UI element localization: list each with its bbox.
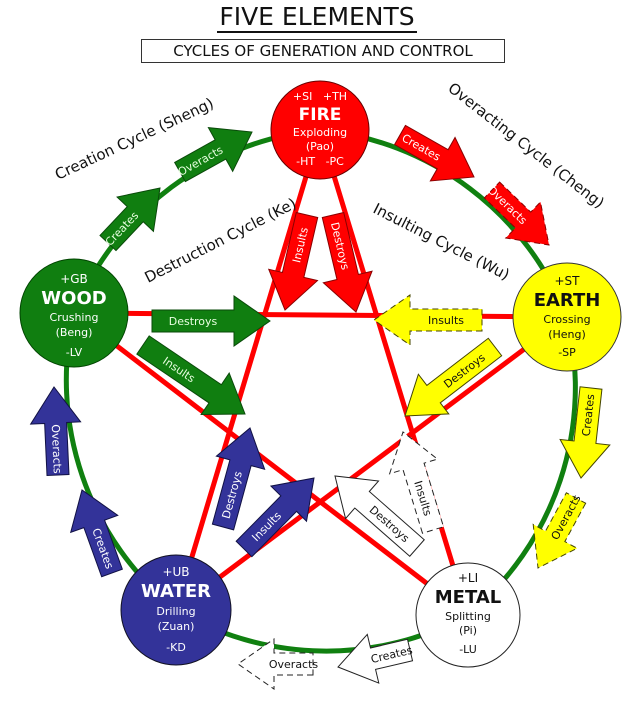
earth-creates-arrow: Creates — [559, 386, 611, 479]
wood-destroys-arrow-shape — [151, 295, 271, 347]
fire-overacts-arrow-shape — [483, 181, 550, 246]
wood-destroys-arrow: Destroys — [151, 295, 271, 347]
water-top-meridian: +UB — [162, 565, 189, 579]
insulting-cycle-label: Insulting Cycle (Wu) — [370, 200, 512, 284]
earth-top-meridian: +ST — [554, 274, 580, 288]
fire-insults-arrow-shape — [267, 211, 319, 311]
metal-overacts-arrow: Overacts — [237, 638, 319, 690]
earth-circle[interactable] — [512, 262, 622, 372]
water-name: WATER — [141, 581, 211, 602]
water-bottom-meridian: -KD — [166, 641, 186, 654]
element-wood[interactable]: +GB WOOD Crushing (Beng) -LV — [19, 258, 129, 368]
earth-insults-arrow-shape — [373, 294, 483, 346]
earth-name: EARTH — [534, 290, 601, 311]
metal-destroys-arrow-shape — [334, 475, 425, 557]
page-subtitle: CYCLES OF GENERATION AND CONTROL — [141, 39, 505, 63]
page-title-text: FIVE ELEMENTS — [217, 2, 417, 33]
page-title: FIVE ELEMENTS — [0, 2, 634, 33]
metal-insults-arrow-shape — [388, 431, 445, 534]
fire-insults-arrow: Insults — [267, 211, 319, 311]
overacting-cycle-label: Overacting Cycle (Cheng) — [445, 79, 608, 212]
metal-bottom-meridian: -LU — [459, 643, 477, 656]
water-pinyin: (Zuan) — [158, 620, 195, 633]
wood-action: Crushing — [50, 311, 99, 324]
earth-creates-arrow-shape — [559, 386, 611, 479]
water-creates-arrow-shape — [69, 489, 123, 578]
metal-creates-arrow-shape — [337, 633, 414, 684]
element-metal[interactable]: +LI METAL Splitting (Pi) -LU — [415, 562, 521, 668]
water-overacts-arrow-shape — [29, 386, 82, 477]
fire-bottom-meridians: -HT -PC — [296, 155, 344, 168]
fire-circle[interactable] — [270, 80, 370, 180]
fire-creates-arrow: Creates — [393, 124, 475, 182]
wood-circle[interactable] — [19, 258, 129, 368]
fire-top-meridians: +SI +TH — [293, 90, 347, 103]
wood-top-meridian: +GB — [60, 272, 88, 286]
earth-creates-label: Creates — [580, 393, 598, 437]
metal-circle[interactable] — [415, 562, 521, 668]
wood-creates-arrow: Creates — [99, 187, 161, 252]
wood-insults-arrow-shape — [136, 335, 246, 416]
water-destroys-arrow-shape — [211, 427, 266, 531]
earth-action: Crossing — [543, 313, 590, 326]
wood-creates-arrow-shape — [99, 187, 161, 252]
wood-bottom-meridian: -LV — [66, 346, 83, 359]
metal-name: METAL — [435, 587, 502, 608]
fire-overacts-arrow: Overacts — [483, 181, 550, 246]
earth-overacts-arrow: Overacts — [532, 492, 587, 569]
water-overacts-label: Overacts — [49, 424, 64, 474]
wood-name: WOOD — [41, 288, 106, 309]
metal-creates-arrow: Creates — [337, 633, 414, 684]
water-insults-arrow-shape — [235, 477, 315, 558]
earth-overacts-arrow-shape — [532, 492, 587, 569]
fire-name: FIRE — [299, 105, 342, 125]
fire-pinyin: (Pao) — [306, 140, 334, 153]
element-fire[interactable]: +SI +TH FIRE Exploding (Pao) -HT -PC — [270, 80, 370, 180]
earth-insults-label: Insults — [428, 314, 464, 327]
water-circle[interactable] — [120, 554, 232, 666]
fire-destroys-arrow: Destroys — [321, 211, 373, 313]
metal-overacts-arrow-shape — [237, 638, 314, 690]
element-earth[interactable]: +ST EARTH Crossing (Heng) -SP — [512, 262, 622, 372]
control-star — [66, 129, 575, 622]
fire-creates-arrow-shape — [393, 124, 475, 182]
metal-action: Splitting — [445, 610, 491, 623]
earth-pinyin: (Heng) — [548, 328, 586, 341]
earth-insults-arrow: Insults — [373, 294, 483, 346]
metal-pinyin: (Pi) — [459, 624, 477, 637]
metal-overacts-label: Overacts — [269, 658, 319, 671]
element-water[interactable]: +UB WATER Drilling (Zuan) -KD — [120, 554, 232, 666]
metal-insults-arrow: Insults — [388, 431, 445, 534]
water-overacts-arrow: Overacts — [29, 386, 82, 477]
wood-destroys-label: Destroys — [169, 315, 218, 328]
earth-bottom-meridian: -SP — [558, 346, 576, 359]
water-creates-arrow: Creates — [69, 489, 123, 578]
wood-overacts-arrow-shape — [173, 127, 253, 183]
wood-pinyin: (Beng) — [56, 326, 93, 339]
fire-action: Exploding — [293, 126, 347, 139]
metal-top-meridian: +LI — [458, 571, 478, 585]
earth-destroys-arrow-shape — [404, 337, 503, 417]
water-action: Drilling — [156, 605, 195, 618]
fire-destroys-arrow-shape — [321, 211, 373, 313]
